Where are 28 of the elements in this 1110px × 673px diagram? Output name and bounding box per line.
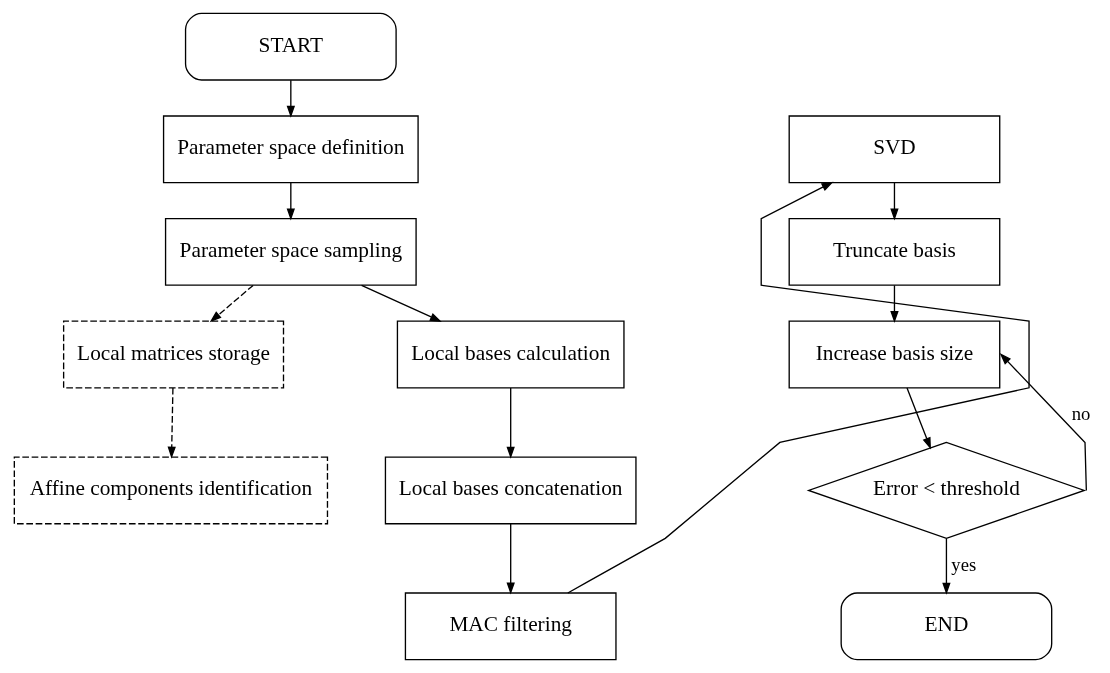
node-box: Local matrices storage <box>62 320 285 389</box>
arrow <box>286 79 296 118</box>
arrow <box>209 284 254 323</box>
arrow <box>506 523 515 595</box>
node-box: Truncate basis <box>788 217 1001 286</box>
node-box: Local bases concatenation <box>384 456 637 525</box>
node-box: MAC filtering <box>404 592 617 661</box>
node-box: Parameter space definition <box>162 115 419 184</box>
node-box: START <box>184 12 397 81</box>
arrow <box>360 284 442 322</box>
arrow <box>506 387 515 459</box>
node-box: Parameter space sampling <box>164 217 417 286</box>
edge-label: yes <box>951 553 977 575</box>
node-diamond: Error < threshold <box>806 441 1087 540</box>
node-box: END <box>840 592 1053 661</box>
arrow <box>890 284 899 324</box>
arrow <box>999 353 1087 492</box>
node-box: Increase basis size <box>788 320 1001 389</box>
arrow <box>890 182 899 221</box>
node-box: Affine components identification <box>13 456 329 525</box>
edge-label: no <box>1071 403 1091 425</box>
arrow <box>167 387 176 459</box>
arrow <box>906 387 931 450</box>
node-box: SVD <box>788 115 1001 184</box>
arrow <box>942 538 951 595</box>
node-box: Local bases calculation <box>396 320 625 389</box>
arrow <box>286 182 296 221</box>
arrow <box>567 181 1030 594</box>
